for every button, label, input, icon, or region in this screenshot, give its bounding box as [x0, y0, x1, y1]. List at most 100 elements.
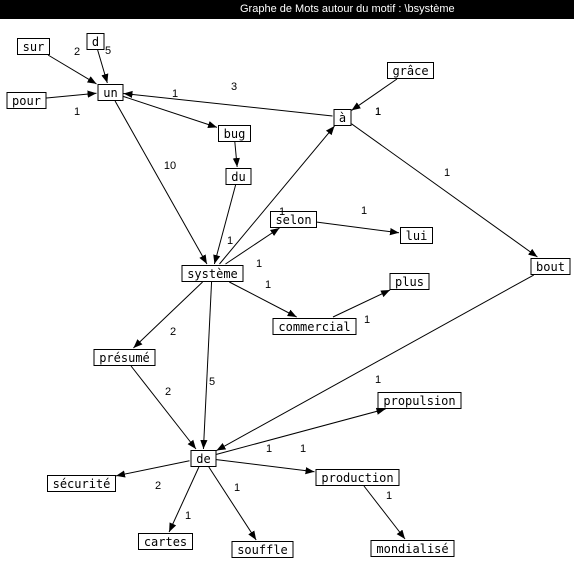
node-commercial[interactable]: commercial [272, 318, 357, 335]
edge-weight-label: 1 [265, 279, 271, 291]
edge-bout-de [216, 274, 534, 451]
node-presume[interactable]: présumé [93, 349, 156, 366]
node-box [315, 469, 400, 486]
edge-weight-label: 1 [375, 374, 381, 386]
edge-a-bout [351, 123, 538, 258]
node-label: sécurité [53, 477, 111, 491]
node-bout[interactable]: bout [530, 258, 571, 275]
node-mondialise[interactable]: mondialisé [370, 540, 455, 557]
edge-systeme-selon [225, 227, 280, 265]
node-label: mondialisé [376, 542, 448, 556]
node-box [387, 62, 434, 79]
node-a[interactable]: à [333, 109, 352, 126]
edge-weight-label: 2 [165, 386, 171, 398]
edge-de-production [216, 459, 315, 475]
edge-de-securite [115, 460, 190, 478]
node-label: un [103, 86, 117, 100]
node-label: de [196, 452, 210, 466]
edge-weight-label: 1 [266, 443, 272, 455]
node-label: souffle [237, 543, 288, 557]
node-cartes[interactable]: cartes [138, 533, 193, 550]
node-label: cartes [144, 535, 187, 549]
edge-d-un [97, 49, 109, 84]
edge-weight-label: 1 [361, 205, 367, 217]
edge-pour-un [46, 90, 97, 99]
node-box [86, 33, 105, 50]
node-label: du [231, 170, 245, 184]
edge-weight-label: 2 [170, 326, 176, 338]
edge-grace-a [351, 78, 398, 111]
node-propulsion[interactable]: propulsion [377, 392, 462, 409]
node-label: lui [406, 229, 428, 243]
edge-weight-label: 10 [164, 160, 176, 172]
node-box [231, 541, 294, 558]
edge-un-systeme [114, 100, 208, 265]
node-label: présumé [99, 351, 150, 365]
edge-weight-label: 1 [279, 206, 285, 218]
node-un[interactable]: un [97, 84, 124, 101]
node-plus[interactable]: plus [389, 273, 430, 290]
node-selon[interactable]: selon [270, 211, 317, 228]
node-bug[interactable]: bug [218, 125, 251, 142]
node-label: système [187, 267, 238, 281]
edges-layer [46, 49, 538, 541]
edge-weight-label: 1 [172, 88, 178, 100]
edge-weight-label: 3 [231, 81, 237, 93]
edge-selon-lui [316, 221, 400, 236]
edge-weight-label: 2 [74, 46, 80, 58]
nodes-layer: sur d pour un grâce à bug du selon lui bout système… [6, 33, 571, 558]
node-production[interactable]: production [315, 469, 400, 486]
node-box [370, 540, 455, 557]
edge-weight-label: 1 [364, 314, 370, 326]
edge-a-un [123, 90, 333, 117]
node-pour[interactable]: pour [6, 92, 47, 109]
edge-de-cartes [168, 466, 200, 533]
node-box [47, 475, 116, 492]
edge-weight-label: 1 [300, 443, 306, 455]
node-box [17, 38, 50, 55]
edge-presume-de [130, 365, 197, 450]
node-label: plus [395, 275, 424, 289]
node-box [272, 318, 357, 335]
edge-systeme-presume [133, 281, 203, 349]
node-box [377, 392, 462, 409]
node-box [218, 125, 251, 142]
node-label: propulsion [383, 394, 455, 408]
edge-weight-label: 1 [375, 106, 381, 118]
edge-weight-label: 1 [185, 510, 191, 522]
node-de[interactable]: de [190, 450, 217, 467]
edge-weight-label: 1 [375, 106, 381, 118]
edge-weight-label: 5 [209, 376, 215, 388]
node-souffle[interactable]: souffle [231, 541, 294, 558]
node-securite[interactable]: sécurité [47, 475, 116, 492]
edge-systeme-a [219, 125, 335, 265]
node-box [97, 84, 124, 101]
node-label: selon [275, 213, 311, 227]
node-d[interactable]: d [86, 33, 105, 50]
edge-de-souffle [208, 466, 257, 541]
window-titlebar: Graphe de Mots autour du motif : \bsystè… [0, 0, 574, 19]
edge-weight-label: 1 [227, 235, 233, 247]
node-label: grâce [392, 64, 428, 78]
node-label: pour [12, 94, 41, 108]
node-grace[interactable]: grâce [387, 62, 434, 79]
node-box [400, 227, 433, 244]
node-systeme[interactable]: système [181, 265, 244, 282]
node-box [181, 265, 244, 282]
node-du[interactable]: du [225, 168, 252, 185]
edge-weight-label: 1 [256, 258, 262, 270]
edge-weight-label: 1 [386, 490, 392, 502]
edge-production-mondialise [363, 485, 406, 540]
node-sur[interactable]: sur [17, 38, 50, 55]
node-box [93, 349, 156, 366]
edge-weight-label: 1 [444, 167, 450, 179]
node-label: sur [23, 40, 45, 54]
edge-systeme-de [200, 281, 213, 450]
window-title: Graphe de Mots autour du motif : \bsystè… [240, 3, 455, 15]
edge-weight-label: 5 [105, 45, 111, 57]
node-box [138, 533, 193, 550]
node-lui[interactable]: lui [400, 227, 433, 244]
node-box [333, 109, 352, 126]
edge-commercial-plus [332, 289, 391, 318]
